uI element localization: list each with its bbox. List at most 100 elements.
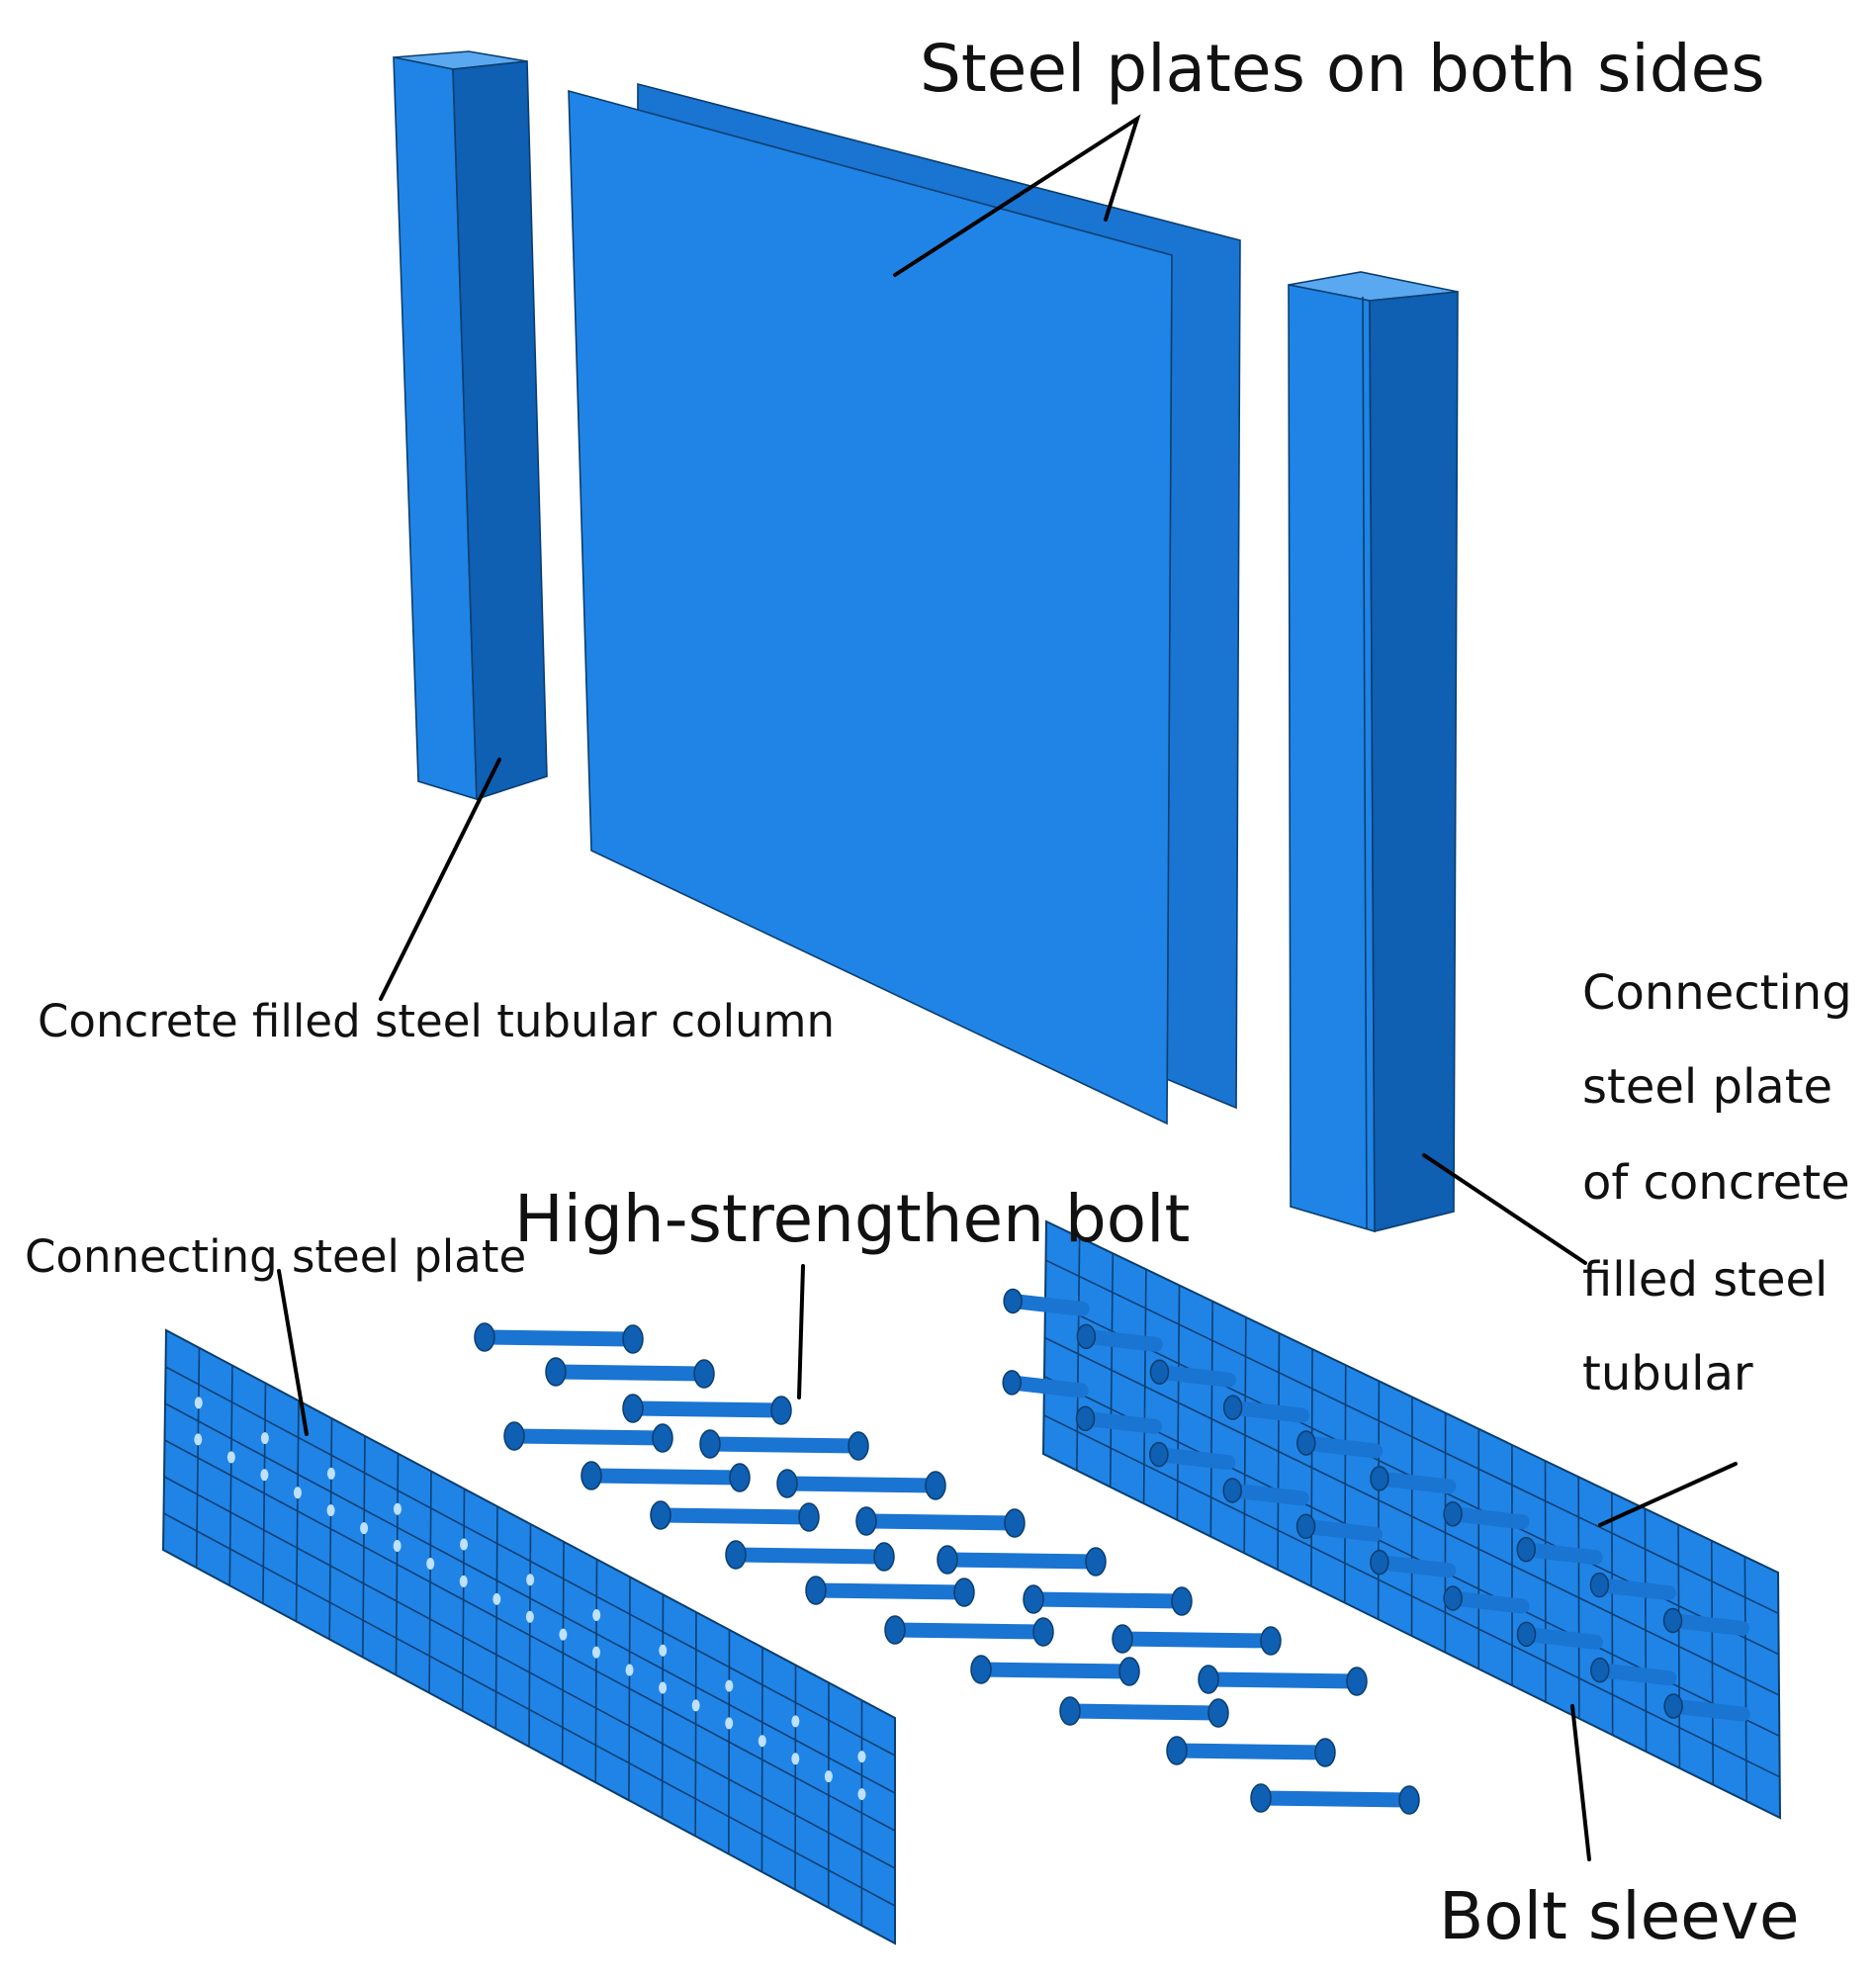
- mesh-line: [163, 1512, 896, 1907]
- bolt-hole: [725, 1679, 734, 1692]
- connecting-plate-left-mesh: [163, 1347, 896, 1926]
- column-right-seam: [1362, 296, 1368, 1230]
- bolt-hole: [659, 1644, 668, 1657]
- column-right-side-face: [1369, 291, 1459, 1233]
- label-connecting-plate-cfst-line-5: tubular: [1582, 1346, 1753, 1401]
- bolt-sleeve-end: [1296, 1430, 1316, 1456]
- bolt-hole: [758, 1735, 766, 1748]
- bolt-sleeve-shank: [1665, 1698, 1750, 1722]
- bolt-sleeve-shank: [1004, 1375, 1089, 1398]
- high-strength-bolt-head: [581, 1461, 602, 1490]
- high-strength-bolt-head: [855, 1506, 877, 1536]
- high-strength-bolt-shank: [1253, 1790, 1417, 1808]
- mesh-line: [1044, 1336, 1780, 1696]
- bolt-hole: [326, 1467, 335, 1480]
- high-strength-bolt-shank: [1026, 1591, 1190, 1609]
- high-strength-bolt-nut: [925, 1471, 946, 1500]
- leader-connecting-plate-cfst: [1422, 1153, 1587, 1265]
- bolt-sleeve-end: [1075, 1405, 1096, 1432]
- high-strength-bolt-head: [503, 1421, 525, 1451]
- mesh-line: [1045, 1259, 1779, 1615]
- column-left-side-face: [452, 60, 548, 801]
- high-strength-bolt-head: [1023, 1584, 1044, 1614]
- bolt-sleeve-end: [1590, 1657, 1610, 1683]
- bolt-hole: [659, 1681, 668, 1694]
- bolt-sleeve-end: [1003, 1288, 1023, 1314]
- bolt-sleeve-shank: [1518, 1542, 1603, 1566]
- bolt-sleeve-shank: [1592, 1663, 1677, 1686]
- bolt-sleeve-shank: [1005, 1293, 1090, 1316]
- bolt-sleeve-shank: [1372, 1471, 1457, 1494]
- bolt-sleeve-end: [1443, 1501, 1463, 1527]
- bolt-hole: [260, 1469, 269, 1482]
- label-hs-bolt: High-strengthen bolt: [514, 1181, 1190, 1257]
- bolt-sleeve-shank: [1591, 1578, 1676, 1601]
- high-strength-bolt-nut: [1207, 1698, 1229, 1728]
- label-connecting-plate-cfst-line-3: of concrete: [1582, 1155, 1850, 1211]
- bolt-hole: [426, 1557, 435, 1570]
- label-connecting-plate-cfst-line-4: filled steel: [1582, 1252, 1828, 1308]
- high-strength-bolt-shank: [583, 1468, 748, 1486]
- bolt-sleeve-shank: [1518, 1626, 1603, 1650]
- bolt-sleeve-end: [1443, 1585, 1463, 1611]
- bolt-sleeve-shank: [1665, 1612, 1750, 1636]
- bolt-hole: [625, 1664, 634, 1676]
- high-strength-bolt-head: [805, 1576, 827, 1605]
- bolt-sleeve-end: [1222, 1478, 1242, 1503]
- high-strength-bolt-shank: [858, 1513, 1023, 1531]
- leader-bolt-sleeve: [1570, 1704, 1591, 1861]
- high-strength-bolt-shank: [625, 1400, 789, 1418]
- bolt-sleeve-shank: [1372, 1555, 1457, 1578]
- bolt-sleeve-end: [1662, 1607, 1683, 1634]
- bolt-hole: [393, 1540, 402, 1553]
- leader-connecting-plate: [277, 1269, 309, 1436]
- label-bolt-sleeve: Bolt sleeve: [1439, 1878, 1799, 1954]
- bolt-hole: [691, 1699, 700, 1712]
- bolt-hole: [360, 1522, 369, 1535]
- bolt-sleeve-shank: [1298, 1518, 1384, 1542]
- leader-steel-plates: [893, 114, 1141, 277]
- high-strength-bolt-head: [1059, 1696, 1081, 1726]
- front-steel-plate: [568, 89, 1173, 1126]
- steel-plates-on-both-sides: [568, 82, 1241, 1126]
- bolt-sleeve-end: [1663, 1693, 1683, 1719]
- label-connecting-plate-cfst-line-2: steel plate: [1582, 1059, 1832, 1115]
- label-connecting-plate-cfst-line-1: Connecting: [1582, 965, 1852, 1021]
- high-strength-bolt-nut: [953, 1578, 975, 1607]
- high-strength-bolt-nut: [770, 1396, 792, 1425]
- high-strength-bolt-head: [1166, 1736, 1188, 1765]
- high-strength-bolt-nut: [848, 1431, 869, 1461]
- high-strength-bolt-shank: [506, 1428, 670, 1446]
- bolt-sleeve-end: [1149, 1441, 1169, 1468]
- cfst-column-left: [393, 50, 548, 801]
- label-cfst-column: Concrete filled steel tubular column: [38, 995, 835, 1047]
- bolt-hole: [857, 1788, 866, 1801]
- high-strength-bolt-head: [1112, 1624, 1133, 1654]
- bolt-hole: [857, 1751, 866, 1763]
- high-strength-bolt-nut: [1260, 1626, 1282, 1656]
- high-strength-bolt-nut: [1085, 1547, 1107, 1577]
- bolt-sleeve-end: [1370, 1549, 1389, 1576]
- mesh-line: [165, 1366, 896, 1757]
- high-strength-bolt-shank: [1062, 1703, 1226, 1721]
- high-strength-bolt-head: [937, 1545, 958, 1575]
- bolt-sleeve-shank: [1078, 1410, 1163, 1434]
- connecting-steel-plate-right: [1002, 1219, 1782, 1820]
- bolt-sleeve-shank: [1224, 1483, 1309, 1506]
- bolt-sleeve-end: [1149, 1359, 1170, 1385]
- high-strength-bolt-nut: [1004, 1508, 1026, 1538]
- bolt-sleeve-shank: [1445, 1506, 1530, 1530]
- high-strength-bolt-shank: [548, 1364, 712, 1382]
- bolt-sleeve-shank: [1078, 1328, 1163, 1352]
- bolt-sleeves: [1002, 1288, 1750, 1722]
- bolt-hole: [525, 1610, 534, 1623]
- mesh-line: [1043, 1414, 1781, 1778]
- high-strength-bolt-head: [1198, 1665, 1219, 1694]
- high-strength-bolt-shank: [1201, 1671, 1365, 1689]
- mesh-line: [163, 1476, 896, 1869]
- high-strength-bolt-head: [699, 1429, 721, 1459]
- high-strength-bolt-shank: [477, 1329, 641, 1347]
- bolt-hole: [526, 1574, 535, 1586]
- high-strength-bolt-head: [650, 1500, 671, 1530]
- high-strength-bolt-nut: [1171, 1586, 1193, 1616]
